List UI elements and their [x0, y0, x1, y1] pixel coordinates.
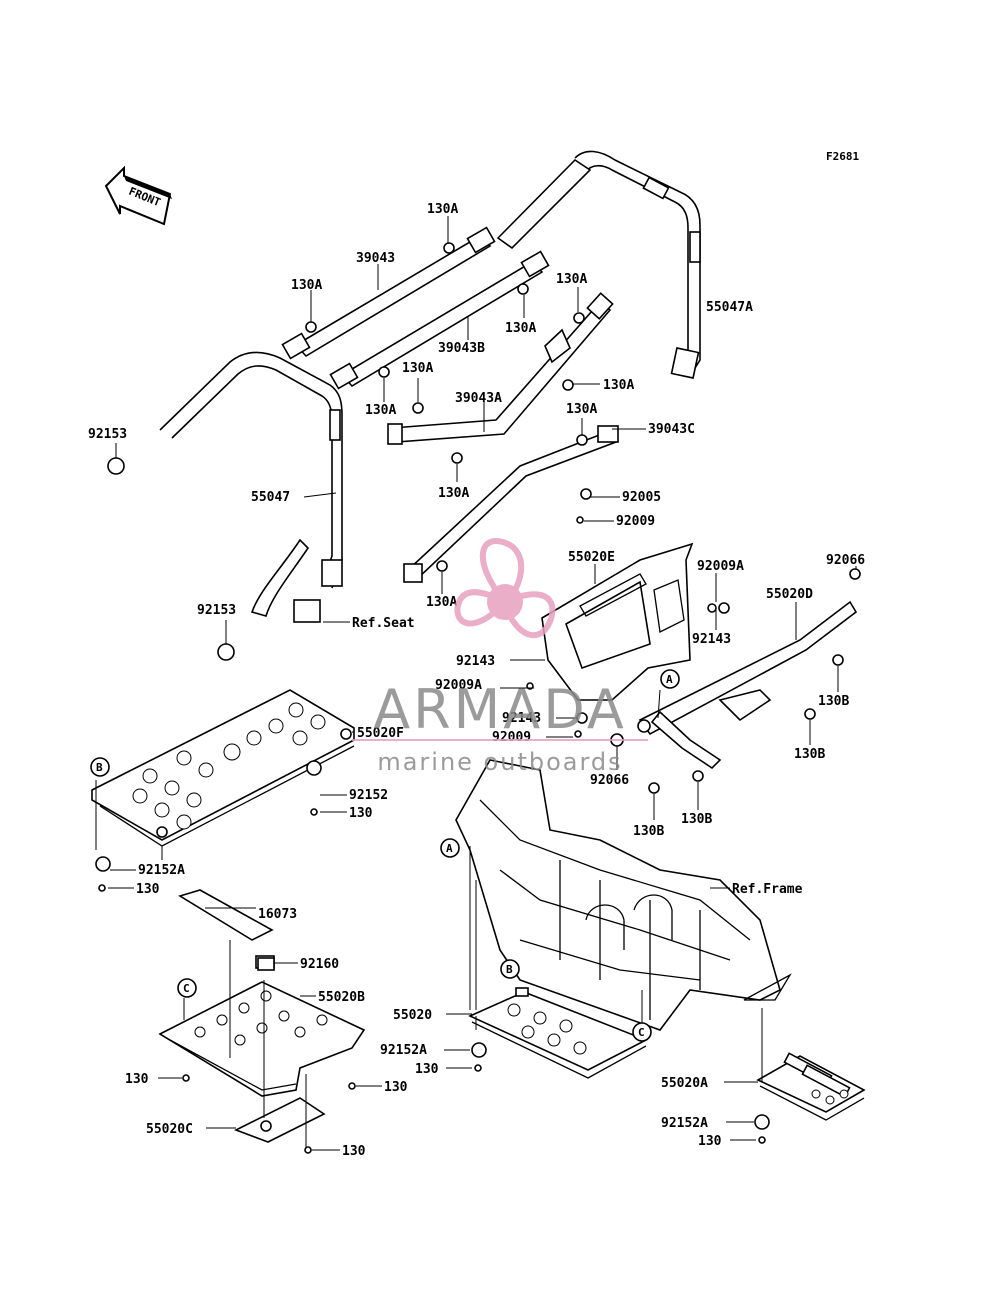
- part-label-130: 130: [349, 806, 373, 821]
- part-label-55020f: 55020F: [357, 726, 404, 741]
- propeller-logo-icon: [454, 538, 556, 639]
- part-label-92066: 92066: [590, 773, 629, 788]
- callout-b-frame: B: [500, 959, 520, 979]
- part-label-92143: 92143: [456, 654, 495, 669]
- part-label-130a: 130A: [427, 202, 458, 217]
- skid-plate-55020: [468, 987, 648, 1079]
- callout-c-frame: C: [632, 1022, 652, 1042]
- skid-plate-55020b: [158, 955, 366, 1097]
- callout-a-upper: A: [660, 669, 680, 689]
- part-label-130a: 130A: [438, 486, 469, 501]
- part-label-55047: 55047: [251, 490, 290, 505]
- part-label-92009a: 92009A: [697, 559, 744, 574]
- part-label-92143: 92143: [502, 711, 541, 726]
- part-label-130b: 130B: [681, 812, 712, 827]
- svg-text:A: A: [666, 673, 673, 686]
- part-label-39043b: 39043B: [438, 341, 485, 356]
- part-label-55047a: 55047A: [706, 300, 753, 315]
- crossbar-39043: [281, 226, 496, 360]
- part-label-130: 130: [415, 1062, 439, 1077]
- roll-bar-front-55047: [159, 351, 343, 623]
- part-label-92009: 92009: [492, 730, 531, 745]
- part-label-55020d: 55020D: [766, 587, 813, 602]
- part-label-130a: 130A: [426, 595, 457, 610]
- figure-code: F2681: [826, 150, 859, 163]
- roll-bar-rear-55047a: [496, 150, 701, 379]
- crossbar-39043b: [329, 250, 550, 390]
- part-label-92160: 92160: [300, 957, 339, 972]
- part-label-130: 130: [698, 1134, 722, 1149]
- watermark-brand: ARMADA: [373, 678, 627, 741]
- part-label-92152a: 92152A: [380, 1043, 427, 1058]
- svg-text:A: A: [446, 842, 453, 855]
- part-label-92153: 92153: [88, 427, 127, 442]
- part-label-92143: 92143: [692, 632, 731, 647]
- part-label-130a: 130A: [291, 278, 322, 293]
- frame-rail-55020d: [637, 600, 858, 770]
- part-label-130b: 130B: [818, 694, 849, 709]
- part-label-55020b: 55020B: [318, 990, 365, 1005]
- watermark-tagline: marine outboards: [377, 748, 622, 776]
- leader-lines: [95, 216, 857, 1151]
- callout-b-left: B: [90, 757, 110, 777]
- part-label-92152: 92152: [349, 788, 388, 803]
- sidebar-39043a: [387, 292, 614, 445]
- front-arrow-icon: FRONT: [104, 165, 172, 226]
- part-label-130b: 130B: [794, 747, 825, 762]
- part-label-92009a: 92009A: [435, 678, 482, 693]
- part-label-16073: 16073: [258, 907, 297, 922]
- ref-seat-label: Ref.Seat: [352, 616, 415, 631]
- ref-frame-label: Ref.Frame: [732, 882, 803, 897]
- part-label-92153: 92153: [197, 603, 236, 618]
- part-label-130a: 130A: [402, 361, 433, 376]
- part-label-130a: 130A: [603, 378, 634, 393]
- part-label-130b: 130B: [633, 824, 664, 839]
- part-label-130a: 130A: [556, 272, 587, 287]
- part-label-130: 130: [136, 882, 160, 897]
- part-label-130a: 130A: [365, 403, 396, 418]
- panel-55020e: [541, 542, 694, 701]
- part-label-130a: 130A: [505, 321, 536, 336]
- sidebar-39043c: [403, 425, 619, 583]
- part-label-92009: 92009: [616, 514, 655, 529]
- part-label-130: 130: [125, 1072, 149, 1087]
- watermark: ARMADA marine outboards: [352, 538, 648, 776]
- svg-text:C: C: [183, 982, 190, 995]
- part-label-39043a: 39043A: [455, 391, 502, 406]
- skid-plate-55020a: [756, 1052, 866, 1121]
- part-label-92066: 92066: [826, 553, 865, 568]
- svg-text:B: B: [506, 963, 513, 976]
- part-label-92005: 92005: [622, 490, 661, 505]
- svg-text:B: B: [96, 761, 103, 774]
- part-label-39043c: 39043C: [648, 422, 695, 437]
- part-label-130a: 130A: [566, 402, 597, 417]
- part-label-92152a: 92152A: [138, 863, 185, 878]
- part-label-55020e: 55020E: [568, 550, 615, 565]
- callout-a-lower: A: [440, 838, 460, 858]
- tape-16073: [178, 889, 274, 941]
- part-label-55020a: 55020A: [661, 1076, 708, 1091]
- skid-plate-55020c: [234, 1097, 326, 1143]
- part-label-39043: 39043: [356, 251, 395, 266]
- part-label-55020c: 55020C: [146, 1122, 193, 1137]
- part-label-55020: 55020: [393, 1008, 432, 1023]
- skid-plate-55020f: [91, 689, 355, 847]
- part-label-130: 130: [342, 1144, 366, 1159]
- part-label-92152a: 92152A: [661, 1116, 708, 1131]
- part-label-130: 130: [384, 1080, 408, 1095]
- svg-text:C: C: [638, 1026, 645, 1039]
- callout-c-left: C: [177, 978, 197, 998]
